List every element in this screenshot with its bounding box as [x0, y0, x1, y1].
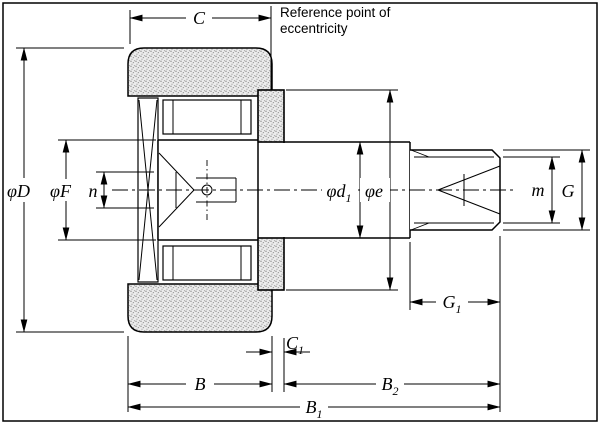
dim-label-G1: G1: [443, 292, 462, 316]
outer-ring-bottom-section: [127, 283, 273, 333]
dim-label-phiF: φF: [50, 181, 72, 201]
needle-rollers-bottom: [162, 245, 252, 281]
dim-label-C: C: [193, 8, 206, 28]
dim-label-phie: φe: [365, 181, 383, 201]
dim-m: [503, 156, 560, 224]
dim-label-G: G: [562, 181, 575, 201]
dim-label-B2: B2: [382, 374, 399, 398]
dim-label-n: n: [89, 181, 98, 201]
needle-rollers-top: [162, 99, 252, 135]
label-backgrounds: [5, 8, 468, 417]
outer-ring-top-section: [127, 47, 273, 97]
dim-label-B: B: [195, 374, 206, 394]
eccentricity-note-line1: Reference point of: [280, 5, 391, 20]
dim-label-C1: C1: [286, 333, 304, 357]
dim-G: [503, 149, 590, 231]
eccentricity-note-line2: eccentricity: [280, 21, 348, 36]
dim-label-m: m: [532, 180, 545, 200]
dim-label-phiD: φD: [7, 181, 30, 201]
dim-label-B1: B1: [306, 397, 323, 421]
dim-label-phid1: φd1: [327, 181, 352, 205]
dim-n: [96, 171, 154, 209]
eccentric-collar: [257, 89, 285, 291]
